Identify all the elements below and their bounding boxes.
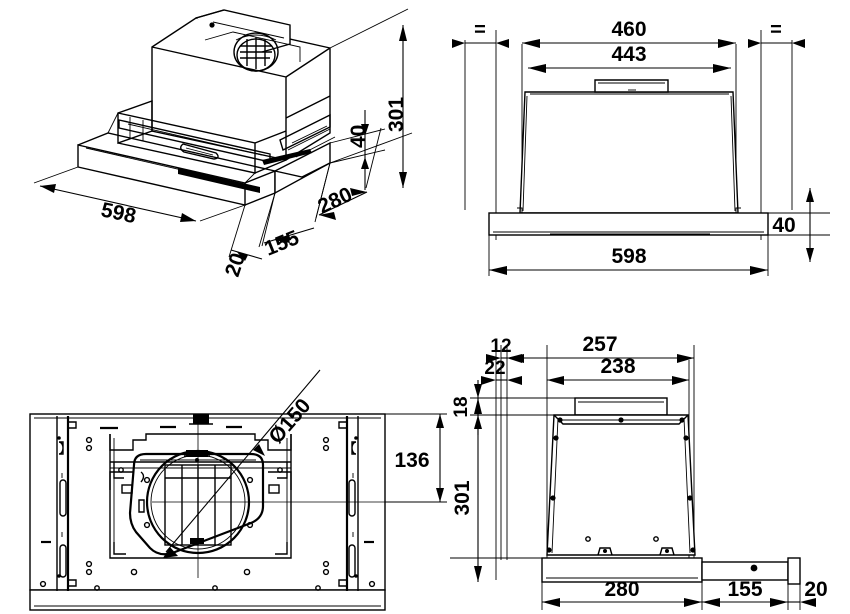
- iso-dim-40-label: 40: [347, 125, 370, 148]
- side-extension-lines-h: [470, 397, 580, 416]
- side-end-cap: [787, 557, 801, 585]
- plan-top-clip: [100, 414, 242, 430]
- front-symmetry-right: =: [748, 19, 805, 48]
- plan-right-rail: [338, 416, 359, 591]
- plan-lower-holes: [130, 568, 251, 591]
- side-dim-257: 257: [507, 333, 694, 363]
- plan-left-slot-2: [59, 544, 67, 578]
- iso-dim-155-label: 155: [261, 226, 302, 261]
- side-dim-238-label: 238: [600, 355, 635, 378]
- front-dim-40: 40: [768, 188, 830, 262]
- bottom-plan-view: Ø150 136: [29, 369, 447, 611]
- side-dim-257-label: 257: [582, 333, 617, 356]
- plan-dim-d150-label: Ø150: [264, 394, 315, 448]
- iso-dim-301-label: 301: [385, 97, 408, 132]
- iso-dim-40: 40: [329, 110, 386, 190]
- plan-dim-136-label: 136: [394, 449, 429, 472]
- front-dim-460: 460: [522, 18, 736, 48]
- plan-left-rail: [56, 416, 77, 591]
- front-dim-443-label: 443: [611, 43, 646, 66]
- plan-left-slot: [59, 479, 67, 517]
- plan-motor-box: [109, 433, 292, 559]
- plan-left-keyhole: [58, 441, 64, 455]
- side-dim-280: 280: [541, 578, 703, 610]
- side-dim-238: 238: [547, 355, 689, 385]
- side-dim-155: 155: [702, 578, 789, 610]
- front-symmetry-left: =: [452, 19, 509, 48]
- iso-shadow-wedge-2: [262, 149, 312, 165]
- front-eq-left-label: =: [474, 19, 486, 41]
- front-notch-right: [735, 207, 741, 213]
- plan-side-plates: [109, 471, 292, 494]
- side-feet-brackets: [597, 547, 675, 556]
- iso-motor-housing: [151, 9, 331, 161]
- side-section-view: 12 257 22 238 18 301: [450, 333, 828, 610]
- side-screw-dots: [546, 417, 696, 553]
- iso-dim-598-label: 598: [99, 198, 138, 228]
- side-dim-12-label: 12: [490, 336, 511, 357]
- iso-duct-collar: [233, 32, 279, 72]
- plan-right-keyhole: [351, 441, 357, 455]
- side-dim-155-label: 155: [727, 578, 762, 601]
- front-panel-slab: [488, 212, 769, 236]
- side-dim-20-label: 20: [804, 578, 827, 601]
- front-notch-left: [517, 207, 523, 213]
- plan-left-holes: [39, 436, 100, 591]
- side-dim-301-label: 301: [451, 480, 474, 515]
- iso-screw-hole: [209, 22, 215, 28]
- front-elevation-view: 460 443 = = 40 598: [452, 18, 830, 276]
- side-dim-18-label: 18: [451, 396, 472, 417]
- side-dim-280-label: 280: [604, 578, 639, 601]
- side-top-flange: [574, 397, 668, 416]
- side-dim-20: 20: [788, 578, 828, 610]
- plan-right-holes: [315, 436, 376, 591]
- side-dim-22: 22: [481, 358, 522, 385]
- front-dim-598: 598: [488, 235, 769, 276]
- side-base-slab: [541, 557, 703, 583]
- side-hood-body: [546, 414, 696, 556]
- iso-dim-280-label: 280: [314, 183, 355, 219]
- iso-dim-301: 301: [329, 8, 413, 188]
- front-dim-460-label: 460: [611, 18, 646, 41]
- plan-front-panel-strip: [29, 589, 386, 611]
- front-hood-body: [519, 79, 739, 214]
- iso-handle: [180, 143, 219, 160]
- front-dim-40-label: 40: [772, 214, 795, 237]
- plan-dim-136: 136: [385, 413, 447, 503]
- isometric-view: 598 20 155 280 40: [33, 8, 413, 280]
- plan-right-slot-2: [348, 544, 356, 578]
- plan-duct-fittings: [138, 450, 254, 544]
- front-eq-right-label: =: [770, 19, 782, 41]
- side-dim-22-label: 22: [484, 358, 505, 379]
- plan-right-slot: [348, 479, 356, 517]
- iso-shadow-wedge: [178, 168, 260, 193]
- front-dim-598-label: 598: [611, 245, 646, 268]
- side-slide-arm: [701, 557, 801, 585]
- side-dim-301: 301: [451, 398, 482, 582]
- front-dim-443: 443: [528, 43, 731, 73]
